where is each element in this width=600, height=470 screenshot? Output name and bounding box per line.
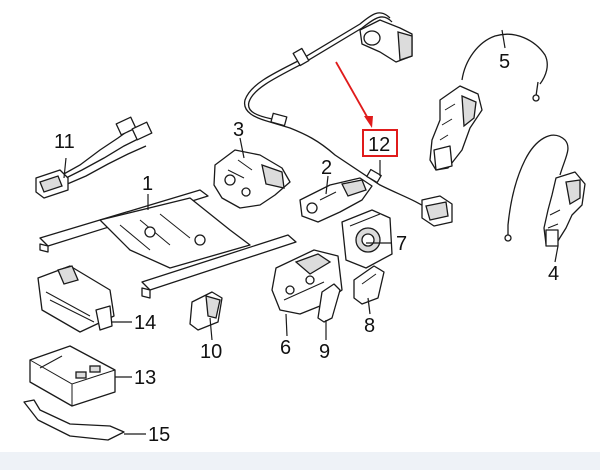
part-12-harness	[243, 12, 453, 227]
callout-12-highlight-box	[362, 129, 398, 157]
leader-lines	[63, 29, 559, 435]
callout-3: 3	[233, 119, 244, 141]
callout-labels: 1 3 2 5 4 6 7 8 9 10 11 12 13 14 15	[54, 51, 559, 446]
callout-2: 2	[321, 157, 332, 179]
callout-15: 15	[148, 424, 170, 446]
highlight-12	[335, 61, 398, 157]
callout-5: 5	[499, 51, 510, 73]
callout-4: 4	[548, 263, 559, 285]
bottom-strip	[0, 452, 600, 470]
callout-12: 12	[368, 134, 390, 156]
part-11-pigtail	[35, 116, 153, 199]
callout-1: 1	[142, 173, 153, 195]
callout-9: 9	[319, 341, 330, 363]
part-2-motor	[299, 177, 373, 223]
part-3-bracket-motor	[213, 149, 291, 209]
callout-14: 14	[134, 312, 156, 334]
callout-10: 10	[200, 341, 222, 363]
callout-13: 13	[134, 367, 156, 389]
part-14-module	[37, 265, 115, 333]
part-8-knob-cap	[353, 265, 385, 305]
part-5-motor	[429, 33, 548, 171]
part-4-motor	[504, 134, 586, 247]
arrowhead	[364, 116, 373, 128]
part-10-cover	[189, 291, 223, 331]
part-9-lever	[317, 283, 341, 323]
callout-6: 6	[280, 337, 291, 359]
part-13-control-module	[29, 345, 116, 407]
part-15-bracket-plate	[23, 399, 125, 441]
part-7-switch-module	[341, 209, 393, 269]
part-1-track-frame	[39, 189, 297, 299]
callout-11: 11	[54, 131, 75, 153]
callout-7: 7	[396, 233, 407, 255]
callout-8: 8	[364, 315, 375, 337]
